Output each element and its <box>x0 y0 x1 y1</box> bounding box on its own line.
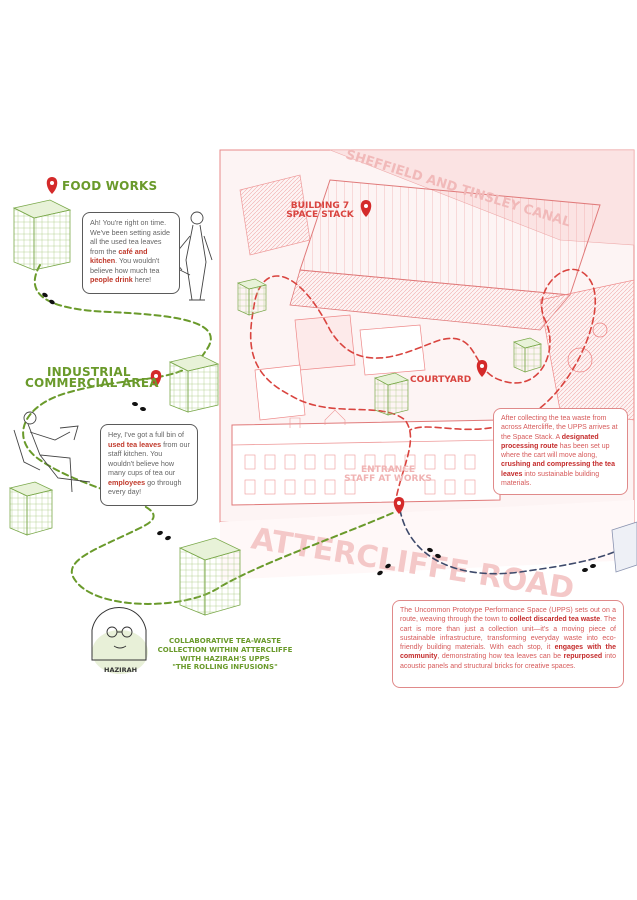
upps-text-1: The Uncommon Prototype Performance Space… <box>400 607 616 624</box>
space-stack-text-2: has been set up where the cart will move… <box>501 442 610 460</box>
hazirah-portrait <box>91 607 148 674</box>
cube-large-bottom <box>178 537 242 616</box>
cube-map-right <box>513 337 542 373</box>
caption-line-4: "THE ROLLING INFUSIONS" <box>172 663 278 672</box>
upps-bold-3: repurposed <box>563 653 603 661</box>
label-food-works: FOOD WORKS <box>62 179 158 193</box>
diagram-caption: COLLABORATIVE TEA-WASTE COLLECTION WITHI… <box>150 637 300 672</box>
label-entrance-line2: STAFF AT WORKS <box>344 474 432 485</box>
pin-food-works <box>46 177 58 194</box>
upps-text-3: , demonstrating how tea leaves can be <box>437 653 564 661</box>
cube-industrial <box>168 354 220 413</box>
bubble-industrial-bold-2: employees <box>108 477 146 487</box>
label-industrial-line2: COMMERCIAL AREA <box>25 376 159 390</box>
space-stack-bold-2: crushing and compressing the tea leaves <box>501 461 615 478</box>
info-box-space-stack: After collecting the tea waste from acro… <box>493 408 628 495</box>
cube-map-1 <box>237 278 267 316</box>
blue-route <box>399 509 631 575</box>
info-box-upps: The Uncommon Prototype Performance Space… <box>392 600 624 688</box>
cart-blue <box>611 521 637 573</box>
label-building-7-line2: SPACE STACK <box>286 210 354 221</box>
pin-building-7 <box>360 200 372 217</box>
upps-text-2: . The cart is more than just a collectio… <box>400 616 616 652</box>
space-stack-bold-1: designated processing route <box>501 433 599 450</box>
bubble-industrial-text-3: go through every day! <box>108 477 182 497</box>
label-courtyard: COURTYARD <box>410 375 472 385</box>
pin-industrial <box>150 370 162 387</box>
site-plan <box>219 149 635 580</box>
cube-map-courtyard <box>374 372 409 416</box>
speech-bubble-industrial: Hey, I've got a full bin of used tea lea… <box>100 424 198 506</box>
bubble-food-bold-1: café and kitchen <box>90 246 148 266</box>
caption-line-1: COLLABORATIVE TEA-WASTE <box>169 637 281 645</box>
bubble-food-text-3: here! <box>132 275 152 284</box>
pin-entrance <box>393 497 405 514</box>
space-stack-text-3: into sustainable building materials. <box>501 470 600 488</box>
bubble-food-bold-2: people drink <box>90 275 133 284</box>
cube-food-works <box>12 199 72 271</box>
caption-line-3: WITH HAZIRAH'S UPPS <box>180 654 270 663</box>
bubble-food-text-1: Ah! You're right on time. We've been set… <box>90 218 170 256</box>
upps-text-4: into acoustic panels and structural bric… <box>400 653 617 670</box>
bubble-food-text-2: . You wouldn't believe how much tea <box>90 256 160 275</box>
hazirah-label: HAZIRAH <box>104 666 137 674</box>
label-entrance: ENTRANCE STAFF AT WORKS <box>338 465 438 485</box>
pin-courtyard <box>476 360 488 377</box>
red-route <box>249 268 596 506</box>
street-buildings <box>231 419 501 506</box>
bubble-industrial-text-1: Hey, I've got a full bin of <box>108 430 184 439</box>
caption-line-2: COLLECTION WITHIN ATTERCLIFFE <box>157 645 293 654</box>
cube-left-small <box>8 481 54 536</box>
space-stack-text-1: After collecting the tea waste from acro… <box>501 415 618 441</box>
figure-worker-seated <box>13 411 91 493</box>
label-entrance-line1: ENTRANCE <box>361 465 415 475</box>
bubble-industrial-text-2: from our staff kitchen. You wouldn't bel… <box>108 439 190 478</box>
upps-bold-2: engages with the community <box>400 644 616 661</box>
bubble-industrial-bold-1: used tea leaves <box>108 439 162 449</box>
speech-bubble-food-works: Ah! You're right on time. We've been set… <box>82 212 180 294</box>
label-building-7: BUILDING 7 SPACE STACK <box>280 201 360 221</box>
label-building-7-line1: BUILDING 7 <box>290 201 350 211</box>
upps-bold-1: collect discarded tea waste <box>509 616 601 624</box>
label-industrial-line1: INDUSTRIAL <box>47 365 131 379</box>
road <box>220 500 634 580</box>
